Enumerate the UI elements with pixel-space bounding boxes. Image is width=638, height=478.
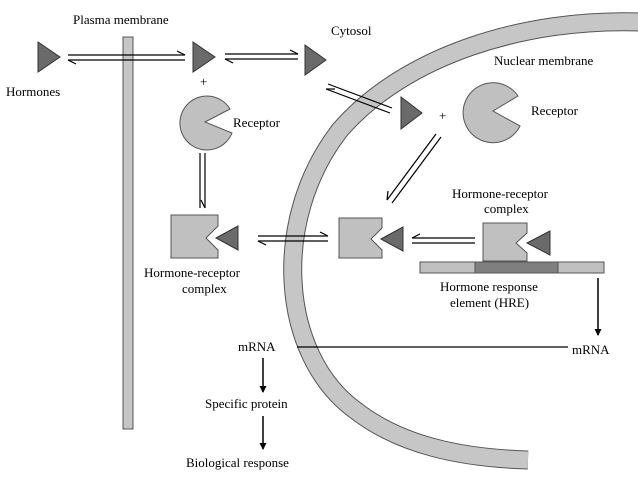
hormone-triangle-cytosol-2	[304, 44, 327, 76]
complex-label-cytosol-line2: complex	[182, 281, 227, 296]
hormone-triangle-nucleus	[400, 95, 423, 131]
equilibrium-arrows	[67, 49, 475, 246]
hormone-triangle-cytosol-1	[192, 41, 216, 73]
specific-protein-label: Specific protein	[205, 396, 288, 411]
plus-sign-cytosol: +	[200, 74, 207, 89]
hormone-receptor-complex-cytosol	[170, 214, 239, 259]
receptor-nucleus	[462, 82, 521, 144]
hre-bar	[419, 261, 605, 274]
mrna-label-nucleus: mRNA	[572, 342, 610, 357]
receptor-label-nucleus: Receptor	[531, 103, 579, 118]
plasma-membrane-label: Plasma membrane	[73, 12, 169, 27]
hre-label-line2: element (HRE)	[450, 295, 529, 310]
complex-label-nucleus-line1: Hormone-receptor	[452, 186, 549, 201]
complex-label-nucleus-line2: complex	[484, 201, 529, 216]
hre-label-line1: Hormone response	[440, 279, 538, 294]
receptor-label-cytosol: Receptor	[233, 115, 281, 130]
hormones-label: Hormones	[6, 84, 60, 99]
plus-sign-nucleus: +	[439, 108, 446, 123]
hormone-receptor-complex-nucleus	[338, 217, 404, 259]
plasma-membrane-bar	[122, 36, 134, 430]
complex-label-cytosol-line1: Hormone-receptor	[144, 265, 241, 280]
nuclear-membrane-label: Nuclear membrane	[494, 53, 593, 68]
cytosol-label: Cytosol	[331, 23, 372, 38]
hormone-receptor-complex-hre	[482, 222, 551, 262]
biological-response-label: Biological response	[186, 455, 289, 470]
receptor-cytosol	[179, 95, 233, 151]
hormone-triangle-outside	[37, 41, 61, 73]
mrna-label-cytosol: mRNA	[238, 339, 276, 354]
